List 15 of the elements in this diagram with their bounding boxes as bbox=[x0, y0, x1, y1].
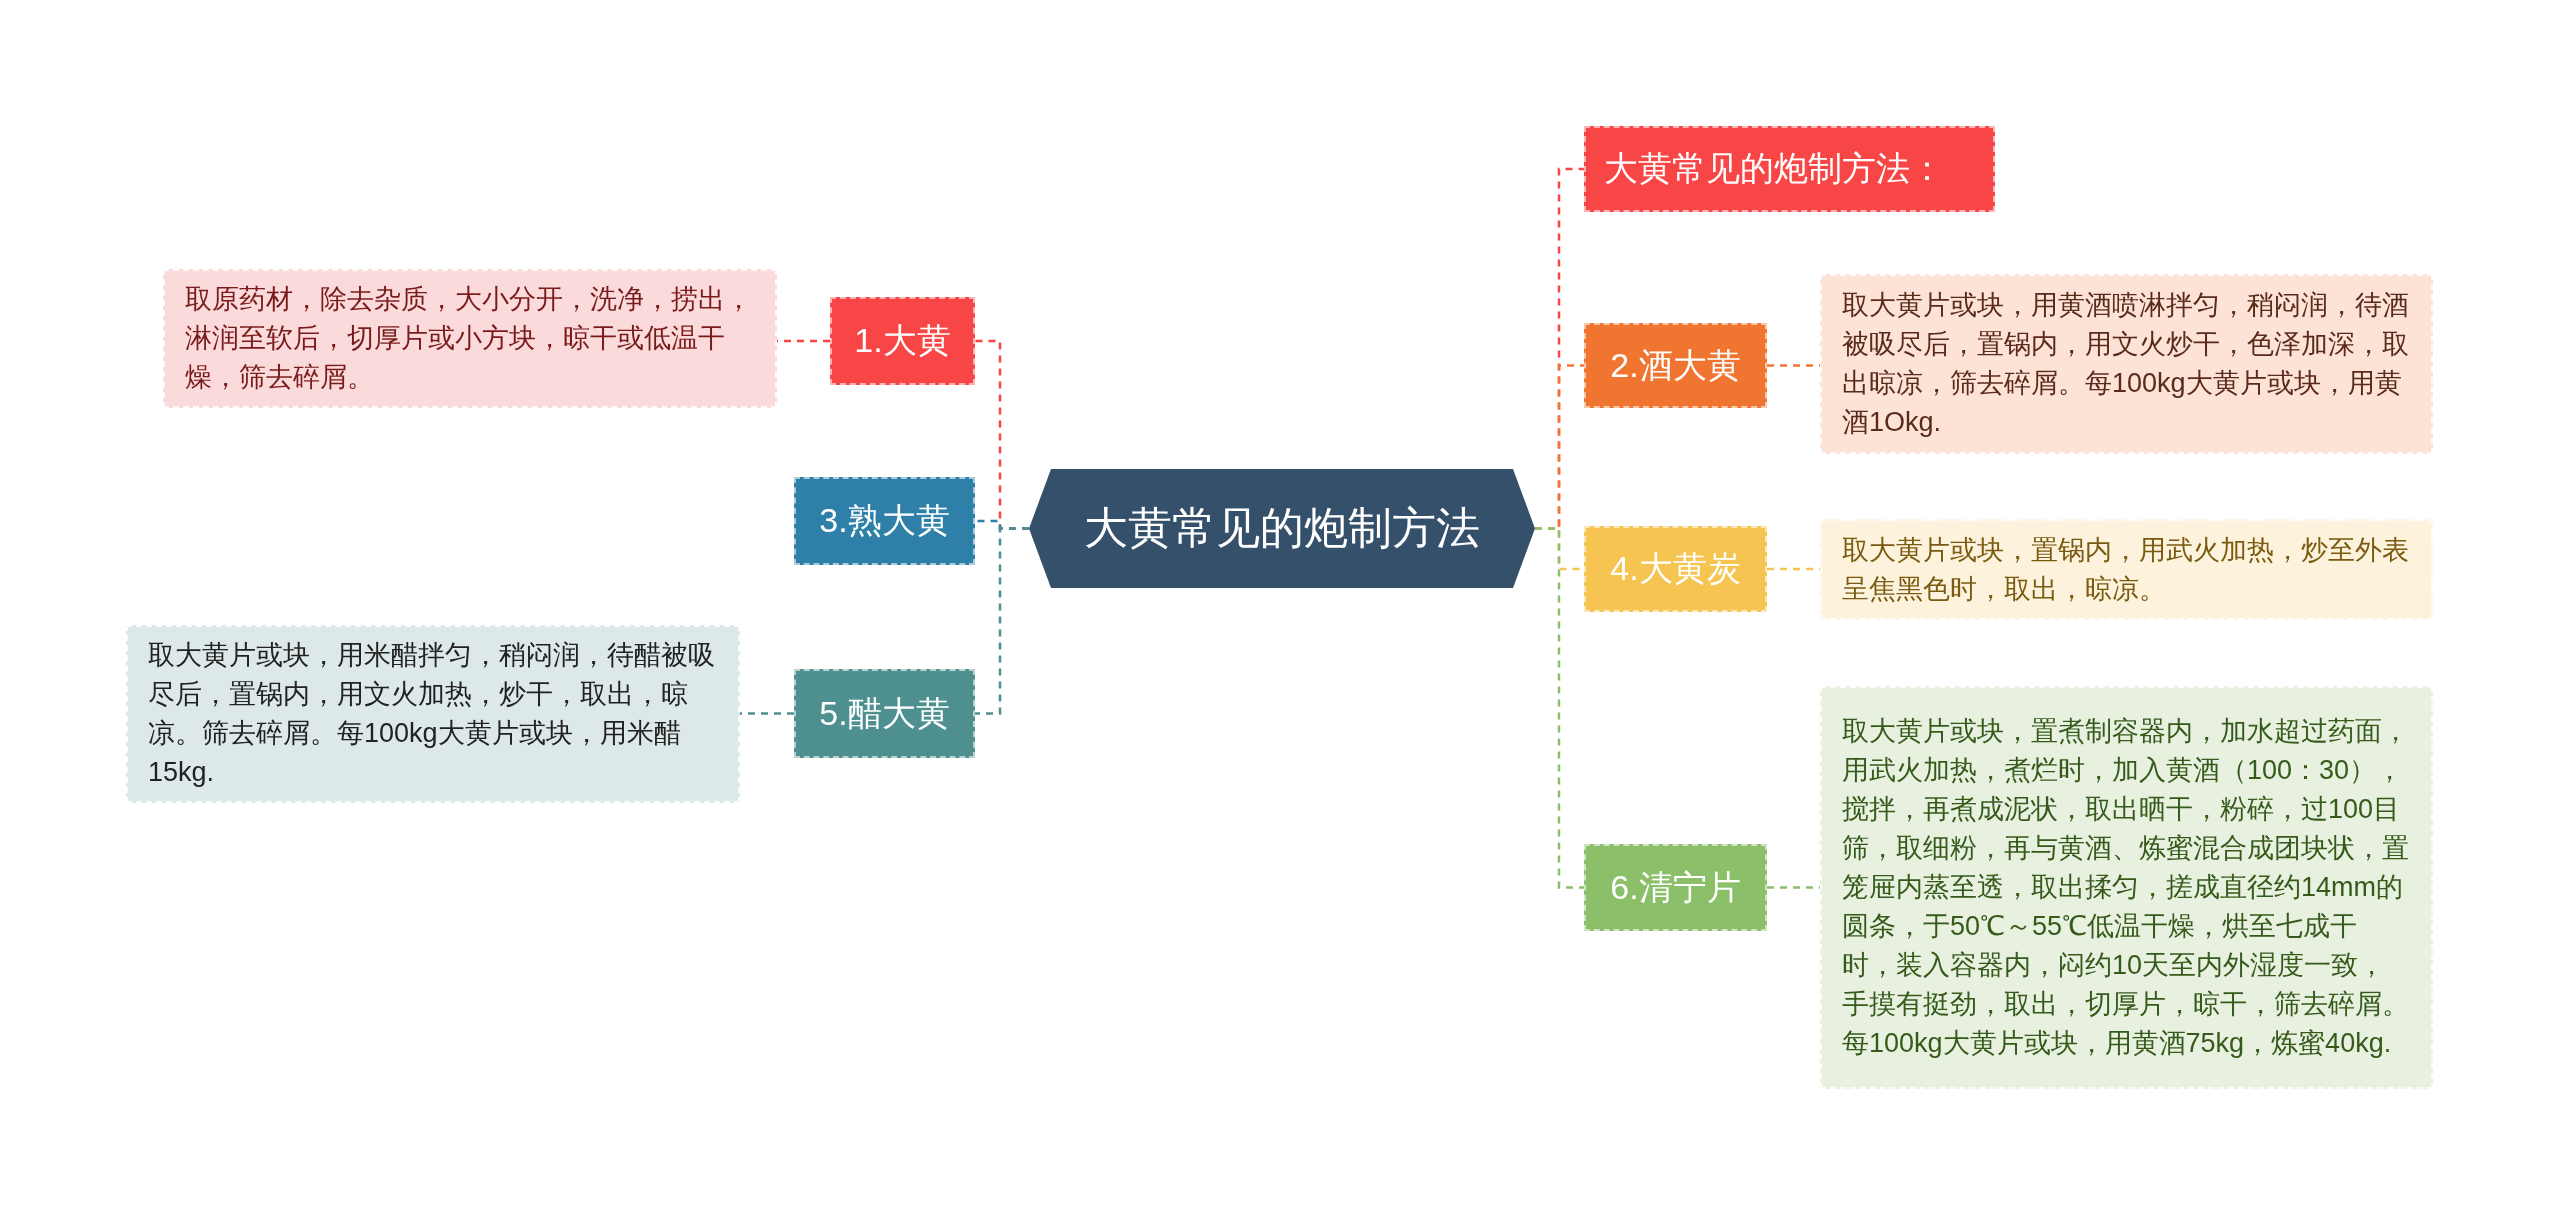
central-topic: 大黄常见的炮制方法 bbox=[1029, 469, 1535, 588]
note-box: 取大黄片或块，置锅内，用武火加热，炒至外表呈焦黑色时，取出，晾凉。 bbox=[1820, 519, 2433, 620]
note-box: 取大黄片或块，用米醋拌匀，稍闷润，待醋被吸尽后，置锅内，用文火加热，炒干，取出，晾凉。筛去碎屑。每100kg大黄片或块，用米醋15kg. bbox=[126, 625, 740, 803]
branch-topic: 2.酒大黄 bbox=[1584, 323, 1767, 408]
branch-topic: 大黄常见的炮制方法： bbox=[1584, 126, 1995, 212]
branch-topic: 5.醋大黄 bbox=[794, 669, 975, 758]
branch-topic: 6.清宁片 bbox=[1584, 844, 1767, 931]
note-box: 取原药材，除去杂质，大小分开，洗净，捞出，淋润至软后，切厚片或小方块，晾干或低温干燥，筛去碎屑。 bbox=[163, 269, 777, 408]
branch-topic: 1.大黄 bbox=[830, 297, 975, 385]
note-box: 取大黄片或块，置煮制容器内，加水超过药面，用武火加热，煮烂时，加入黄酒（100：30），搅拌，再煮成泥状，取出晒干，粉碎，过100目筛，取细粉，再与黄酒、炼蜜混合成团块状，置笼屉内蒸至透，取出揉匀，搓成直径约14mm的圆条，于50℃～55℃低温干燥，烘至七成干时，装入容器内，闷约10天至内外湿度一致，手摸有挺劲，取出，切厚片，晾干，筛去碎屑。每100kg大黄片或块，用黄酒75kg，炼蜜40kg. bbox=[1820, 686, 2433, 1089]
branch-topic: 3.熟大黄 bbox=[794, 477, 975, 565]
connector-line bbox=[975, 527, 1029, 715]
branch-topic: 4.大黄炭 bbox=[1584, 526, 1767, 612]
note-box: 取大黄片或块，用黄酒喷淋拌匀，稍闷润，待酒被吸尽后，置锅内，用文火炒干，色泽加深，取出晾凉，筛去碎屑。每100kg大黄片或块，用黄酒1Okg. bbox=[1820, 274, 2433, 454]
connector-line bbox=[1535, 527, 1584, 889]
